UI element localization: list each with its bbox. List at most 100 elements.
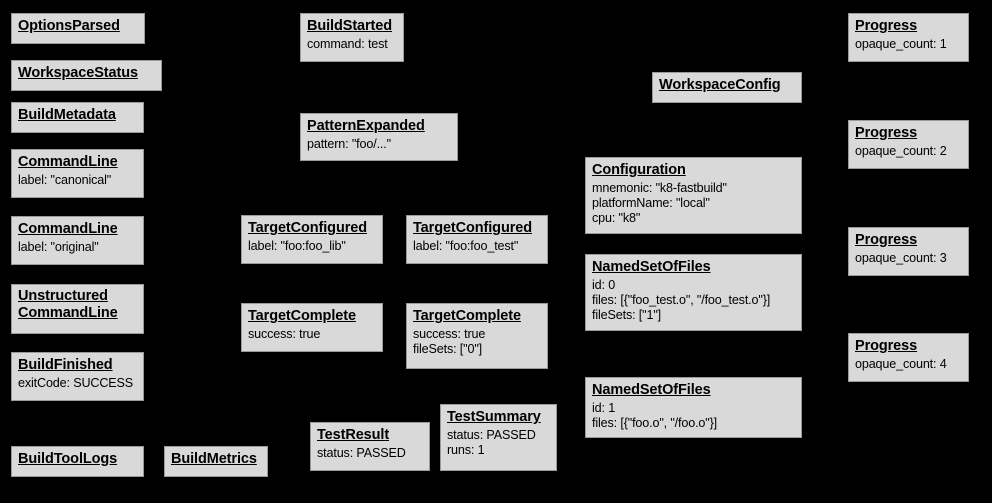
node-title: Progress — [855, 125, 918, 141]
node-fields: status: PASSED — [317, 446, 423, 461]
node-title: BuildToolLogs — [18, 451, 118, 467]
node-title-row: Progress — [855, 231, 962, 250]
node-title: TargetConfigured — [413, 220, 532, 236]
node-field: pattern: "foo/..." — [307, 136, 391, 151]
node-title: TargetComplete — [413, 308, 521, 324]
node-title: TargetComplete — [248, 308, 356, 324]
node-test-result[interactable]: TestResult status: PASSED — [310, 422, 430, 471]
node-title: NamedSetOfFiles — [592, 259, 711, 275]
node-command-line-canonical[interactable]: CommandLine label: "canonical" — [11, 149, 144, 198]
node-title: BuildMetadata — [18, 107, 116, 123]
node-title: Unstructured CommandLine — [18, 288, 118, 322]
node-title-row: TargetComplete — [413, 307, 541, 326]
node-field: fileSets: ["0"] — [413, 341, 482, 356]
node-progress-1[interactable]: Progress opaque_count: 1 — [848, 13, 969, 62]
node-title: Progress — [855, 232, 918, 248]
node-title-row: BuildStarted — [307, 17, 397, 36]
node-title-row: CommandLine — [18, 220, 137, 239]
node-field: runs: 1 — [447, 442, 485, 457]
node-field: success: true — [413, 326, 486, 341]
node-target-complete-lib[interactable]: TargetComplete success: true — [241, 303, 383, 352]
node-title: BuildStarted — [307, 18, 393, 34]
node-field: opaque_count: 3 — [855, 250, 947, 265]
node-progress-3[interactable]: Progress opaque_count: 3 — [848, 227, 969, 276]
node-command-line-original[interactable]: CommandLine label: "original" — [11, 216, 144, 265]
node-title-row: BuildToolLogs — [18, 450, 137, 469]
node-field: label: "canonical" — [18, 172, 112, 187]
node-title: WorkspaceStatus — [18, 65, 138, 81]
node-title-row: TargetConfigured — [413, 219, 541, 238]
node-build-metrics[interactable]: BuildMetrics — [164, 446, 268, 477]
node-progress-4[interactable]: Progress opaque_count: 4 — [848, 333, 969, 382]
node-build-metadata[interactable]: BuildMetadata — [11, 102, 144, 133]
node-title: TargetConfigured — [248, 220, 367, 236]
node-fields: label: "original" — [18, 240, 137, 255]
node-title-row: OptionsParsed — [18, 17, 138, 36]
node-field: label: "foo:foo_test" — [413, 238, 519, 253]
node-field: exitCode: SUCCESS — [18, 375, 134, 390]
node-title-row: TargetConfigured — [248, 219, 376, 238]
node-progress-2[interactable]: Progress opaque_count: 2 — [848, 120, 969, 169]
node-field: success: true — [248, 326, 321, 341]
node-field: label: "foo:foo_lib" — [248, 238, 346, 253]
node-target-configured-foo-test[interactable]: TargetConfigured label: "foo:foo_test" — [406, 215, 548, 264]
node-title-row: BuildFinished — [18, 356, 137, 375]
node-field: opaque_count: 1 — [855, 36, 947, 51]
node-fields: label: "foo:foo_lib" — [248, 239, 376, 254]
node-title: TestResult — [317, 427, 390, 443]
node-field: command: test — [307, 36, 388, 51]
node-title: Progress — [855, 338, 918, 354]
node-title-row: WorkspaceStatus — [18, 64, 155, 83]
node-title: CommandLine — [18, 154, 118, 170]
node-field: id: 0 — [592, 277, 616, 292]
node-title: TestSummary — [447, 409, 541, 425]
node-field: files: [{"foo.o", "/foo.o"}] — [592, 415, 718, 430]
node-title-row: Progress — [855, 337, 962, 356]
node-field: opaque_count: 4 — [855, 356, 947, 371]
node-title-row: Progress — [855, 17, 962, 36]
node-title: BuildFinished — [18, 357, 113, 373]
node-target-configured-foo-lib[interactable]: TargetConfigured label: "foo:foo_lib" — [241, 215, 383, 264]
node-field: status: PASSED — [447, 427, 536, 442]
node-title-row: Progress — [855, 124, 962, 143]
node-title-row: Unstructured CommandLine — [18, 288, 137, 323]
node-title-row: BuildMetadata — [18, 106, 137, 125]
node-workspace-status[interactable]: WorkspaceStatus — [11, 60, 162, 91]
node-title: NamedSetOfFiles — [592, 382, 711, 398]
node-field: fileSets: ["1"] — [592, 307, 661, 322]
node-field: label: "original" — [18, 239, 99, 254]
node-field: id: 1 — [592, 400, 616, 415]
node-build-started[interactable]: BuildStarted command: test — [300, 13, 404, 62]
node-workspace-config[interactable]: WorkspaceConfig — [652, 72, 802, 103]
node-fields: command: test — [307, 37, 397, 52]
node-title-row: TestSummary — [447, 408, 550, 427]
node-fields: mnemonic: "k8-fastbuild"platformName: "l… — [592, 181, 795, 226]
node-field: files: [{"foo_test.o", "/foo_test.o"}] — [592, 292, 771, 307]
node-title-row: CommandLine — [18, 153, 137, 172]
node-title-row: NamedSetOfFiles — [592, 258, 795, 277]
node-fields: label: "canonical" — [18, 173, 137, 188]
node-build-finished[interactable]: BuildFinished exitCode: SUCCESS — [11, 352, 144, 401]
node-fields: opaque_count: 4 — [855, 357, 962, 372]
node-title: CommandLine — [18, 221, 118, 237]
node-unstructured-command-line[interactable]: Unstructured CommandLine — [11, 284, 144, 334]
node-fields: pattern: "foo/..." — [307, 137, 451, 152]
node-field: status: PASSED — [317, 445, 406, 460]
node-title: Progress — [855, 18, 918, 34]
node-title: WorkspaceConfig — [659, 77, 781, 93]
node-fields: opaque_count: 2 — [855, 144, 962, 159]
node-title-row: BuildMetrics — [171, 450, 261, 469]
node-options-parsed[interactable]: OptionsParsed — [11, 13, 145, 44]
node-fields: success: true — [248, 327, 376, 342]
node-build-tool-logs[interactable]: BuildToolLogs — [11, 446, 144, 477]
node-field: platformName: "local" — [592, 195, 710, 210]
node-field: mnemonic: "k8-fastbuild" — [592, 180, 727, 195]
